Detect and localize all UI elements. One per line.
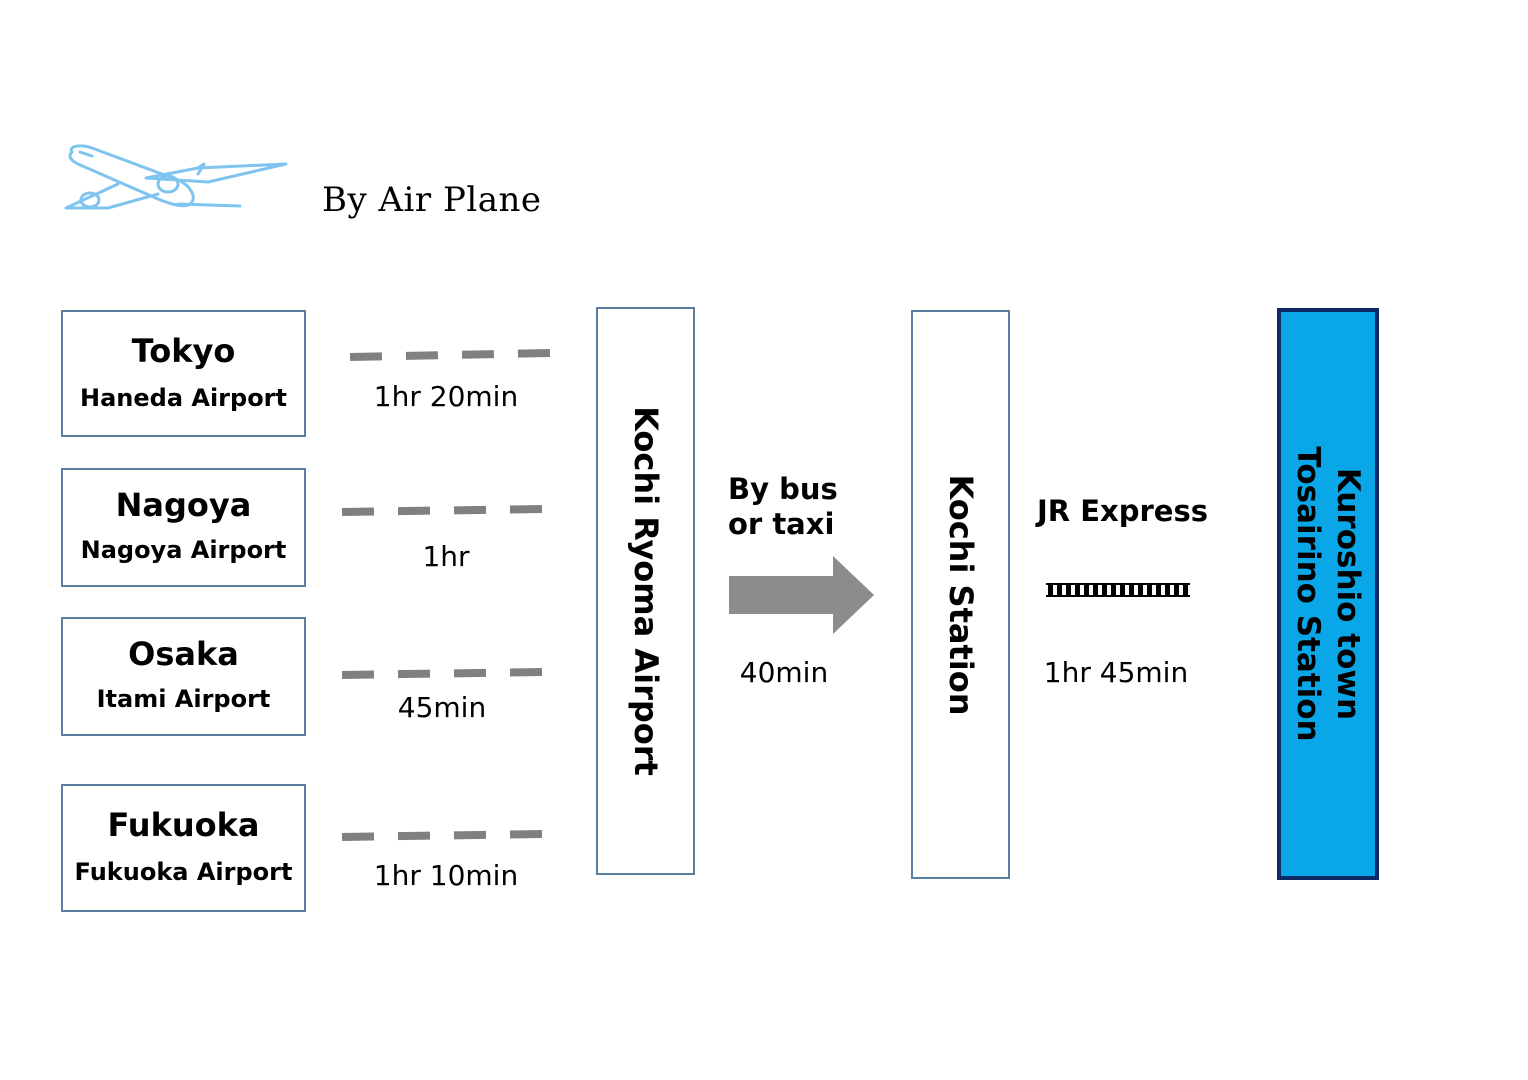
transfer-duration: 40min: [739, 656, 829, 689]
flight-route-line: [349, 349, 552, 361]
flight-route-line: [341, 668, 544, 679]
origin-box-nagoya: Nagoya Nagoya Airport: [61, 468, 306, 587]
origin-box-osaka: Osaka Itami Airport: [61, 617, 306, 736]
flight-duration: 1hr 10min: [373, 859, 519, 892]
heading-title: By Air Plane: [322, 180, 542, 220]
origin-city: Nagoya: [115, 486, 252, 524]
rail-label: JR Express: [1037, 494, 1208, 528]
kochi-station-box: Kochi Station: [911, 310, 1010, 879]
transfer-label-line1: By bus: [728, 472, 838, 506]
origin-box-fukuoka: Fukuoka Fukuoka Airport: [61, 784, 306, 912]
origin-box-tokyo: Tokyo Haneda Airport: [61, 310, 306, 437]
destination-label: Kuroshio town Tosairino Station: [1288, 446, 1368, 741]
flight-duration: 1hr 20min: [373, 380, 519, 413]
airplane-icon: [64, 144, 288, 210]
origin-airport: Fukuoka Airport: [74, 858, 293, 886]
kochi-station-label: Kochi Station: [941, 473, 980, 716]
kochi-airport-label: Kochi Ryoma Airport: [626, 406, 665, 776]
destination-box: Kuroshio town Tosairino Station: [1277, 308, 1379, 880]
origin-city: Tokyo: [131, 332, 236, 370]
kochi-airport-box: Kochi Ryoma Airport: [596, 307, 695, 875]
flight-route-line: [341, 830, 544, 841]
transfer-label-line2: or taxi: [728, 507, 835, 541]
origin-city: Osaka: [128, 635, 239, 673]
rail-duration: 1hr 45min: [1043, 656, 1189, 689]
flight-route-line: [341, 505, 544, 516]
railway-track-icon: [1046, 583, 1190, 597]
origin-airport: Haneda Airport: [80, 384, 287, 412]
flight-duration: 1hr: [422, 540, 470, 573]
destination-line1: Kuroshio town: [1330, 467, 1366, 721]
origin-airport: Itami Airport: [96, 685, 271, 713]
destination-line2: Tosairino Station: [1290, 446, 1326, 742]
flight-duration: 45min: [397, 691, 487, 724]
origin-city: Fukuoka: [107, 806, 260, 844]
arrow-right-icon: [729, 556, 874, 634]
origin-airport: Nagoya Airport: [80, 536, 287, 564]
